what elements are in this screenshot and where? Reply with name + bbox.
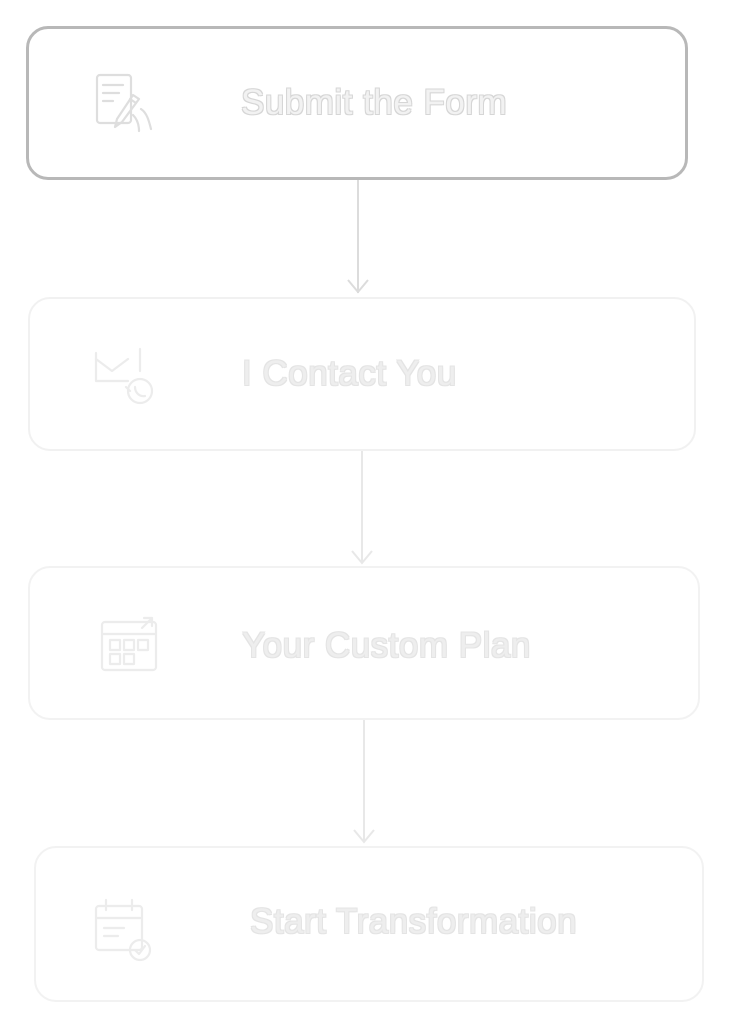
step-label: I Contact You	[242, 354, 457, 393]
calendar-check-icon	[88, 896, 158, 966]
arrow-connector-1	[347, 180, 369, 294]
step-label: Submit the Form	[241, 83, 508, 122]
arrow-connector-3	[353, 720, 375, 844]
contact-phone-icon	[88, 341, 158, 411]
step-custom-plan: Your Custom Plan	[28, 566, 700, 720]
step-label: Your Custom Plan	[242, 626, 531, 665]
calendar-plan-icon	[96, 612, 166, 682]
arrow-connector-2	[351, 451, 373, 565]
step-submit-form: Submit the Form	[26, 26, 688, 180]
step-contact: I Contact You	[28, 297, 696, 451]
step-label: Start Transformation	[250, 902, 578, 941]
step-start-transformation: Start Transformation	[34, 846, 704, 1002]
form-edit-icon	[89, 69, 159, 139]
